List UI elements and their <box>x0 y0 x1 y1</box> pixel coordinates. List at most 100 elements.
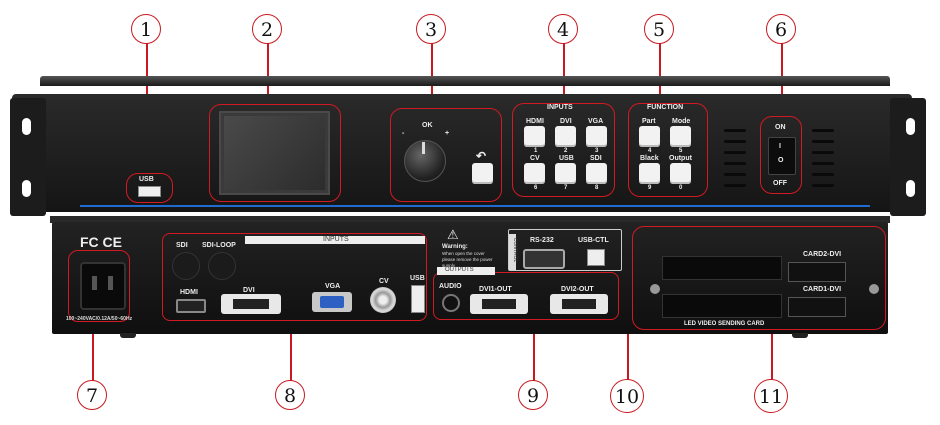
back-button[interactable] <box>472 163 493 184</box>
callout-4: 4 <box>548 14 578 44</box>
input-btn-label-vga: VGA <box>588 118 604 125</box>
knob-minus-label: - <box>402 130 405 137</box>
func-btn-label-output: Output <box>669 155 692 162</box>
audio-label: AUDIO <box>439 283 462 290</box>
vga-port[interactable] <box>312 292 352 312</box>
input-btn-label-dvi: DVI <box>560 118 572 125</box>
input-btn-label-sdi: SDI <box>590 155 602 162</box>
input-btn-label-cv: CV <box>530 155 540 162</box>
callout-2: 2 <box>252 14 282 44</box>
function-title: FUNCTION <box>647 104 684 111</box>
sending-card-label: LED VIDEO SENDING CARD <box>684 321 765 327</box>
warning-icon: ⚠ <box>447 227 459 242</box>
right-rack-hole-top <box>906 118 915 135</box>
power-switch-highlight <box>760 116 802 194</box>
input-btn-num-cv: 6 <box>534 185 538 191</box>
input-button-sdi[interactable] <box>586 163 607 184</box>
usb-port-label: USB <box>139 176 154 183</box>
rear-inputs-highlight <box>162 233 427 321</box>
dvi2-out-port[interactable] <box>550 294 608 314</box>
control-frame <box>508 229 622 271</box>
callout-8: 8 <box>275 380 305 410</box>
function-button-part[interactable] <box>639 126 660 147</box>
lcd-screen <box>219 111 330 195</box>
sdi-loop-connector[interactable] <box>208 252 236 280</box>
input-button-hdmi[interactable] <box>524 126 545 147</box>
callout-9: 9 <box>518 380 548 410</box>
usb-port-highlight <box>126 173 173 203</box>
vent-slot <box>812 173 834 176</box>
dvi1-out-port[interactable] <box>470 294 528 314</box>
rotary-knob[interactable] <box>404 140 446 182</box>
hdmi-port[interactable] <box>176 299 206 313</box>
function-button-mode[interactable] <box>670 126 691 147</box>
front-blue-stripe <box>80 205 870 207</box>
rear-usb-label: USB <box>410 275 425 282</box>
callout-5: 5 <box>644 14 674 44</box>
card-screw-left <box>650 284 660 294</box>
callout-11: 11 <box>754 379 788 413</box>
input-button-cv[interactable] <box>524 163 545 184</box>
rs232-port[interactable] <box>523 249 565 269</box>
dvi1-out-label: DVI1-OUT <box>479 286 512 293</box>
inputs-title: INPUTS <box>547 104 573 111</box>
outputs-title: OUTPUTS <box>445 267 474 273</box>
vent-slot <box>724 129 746 132</box>
input-btn-num-vga: 3 <box>595 148 599 154</box>
cv-bnc-connector[interactable] <box>370 287 396 313</box>
power-off-label: OFF <box>773 180 787 187</box>
usb-ctl-port[interactable] <box>587 249 605 266</box>
left-rack-ear <box>10 98 46 216</box>
function-button-output[interactable] <box>670 163 691 184</box>
func-btn-num-output: 0 <box>679 185 683 191</box>
leader-line-2 <box>267 41 269 104</box>
leader-line-3 <box>431 41 433 109</box>
rear-top-cover <box>50 216 890 223</box>
function-buttons-highlight <box>628 103 708 197</box>
vent-slot <box>812 140 834 143</box>
knob-highlight <box>390 108 502 202</box>
card1-dvi-port[interactable] <box>788 297 846 317</box>
input-button-vga[interactable] <box>586 126 607 147</box>
right-rack-ear <box>890 98 926 216</box>
ac-power-inlet[interactable] <box>80 262 126 310</box>
input-button-usb[interactable] <box>555 163 576 184</box>
input-buttons-highlight <box>512 103 615 197</box>
outputs-title-bar <box>437 267 495 275</box>
audio-jack[interactable] <box>442 294 460 312</box>
input-btn-label-usb: USB <box>559 155 574 162</box>
card2-dvi-label: CARD2-DVI <box>803 251 842 258</box>
vga-label: VGA <box>325 283 341 290</box>
rear-usb-port[interactable] <box>411 285 425 313</box>
power-switch[interactable] <box>768 137 796 175</box>
knob-plus-label: + <box>445 130 450 137</box>
function-button-black[interactable] <box>639 163 660 184</box>
dvi-port[interactable] <box>221 294 281 314</box>
left-rack-hole-bottom <box>22 180 31 197</box>
input-button-dvi[interactable] <box>555 126 576 147</box>
func-btn-label-part: Part <box>642 118 656 125</box>
vent-slot <box>724 184 746 187</box>
usb-port[interactable] <box>138 186 161 197</box>
hdmi-label: HDMI <box>180 289 198 296</box>
func-btn-label-black: Black <box>640 155 659 162</box>
warning-text: When open the cover please remove the po… <box>442 251 493 268</box>
card1-dvi-label: CARD1-DVI <box>803 286 842 293</box>
input-btn-num-dvi: 2 <box>564 148 568 154</box>
sdi-connector[interactable] <box>172 252 200 280</box>
rear-inputs-title-bar <box>245 236 425 244</box>
func-btn-num-mode: 5 <box>679 148 683 154</box>
card-slot-top <box>662 256 782 280</box>
func-btn-label-mode: Mode <box>672 118 691 125</box>
power-on-label: ON <box>775 124 786 131</box>
input-btn-label-hdmi: HDMI <box>526 118 544 125</box>
power-rating-label: 100~240VAC/0.12A/50~60Hz <box>66 316 133 322</box>
rs232-label: RS-232 <box>530 237 554 244</box>
sdi-loop-label: SDI-LOOP <box>202 242 236 249</box>
power-inlet-highlight <box>68 250 130 322</box>
callout-6: 6 <box>766 14 796 44</box>
leader-line-7 <box>92 298 94 381</box>
outputs-highlight <box>433 272 619 320</box>
card2-dvi-port[interactable] <box>788 262 846 282</box>
card-slot-bottom <box>662 294 782 318</box>
